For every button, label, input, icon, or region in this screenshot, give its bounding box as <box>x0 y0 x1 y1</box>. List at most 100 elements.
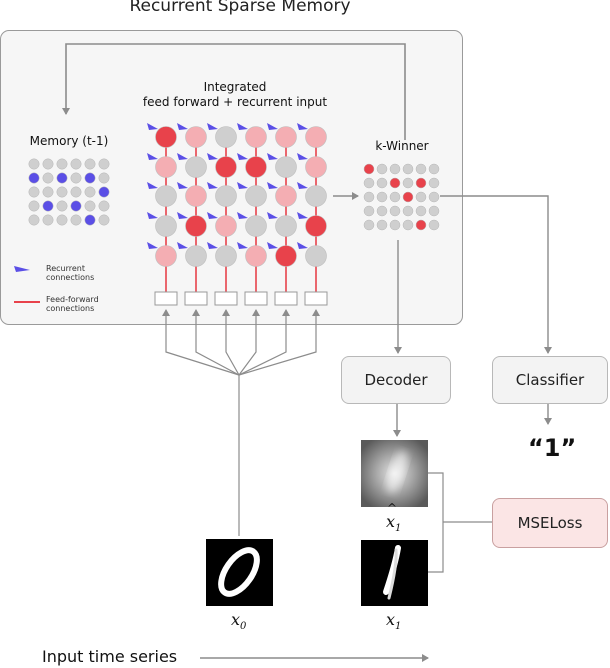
integrated-cell <box>275 185 297 207</box>
recurrent-connection-marker <box>267 153 278 160</box>
recurrent-connection-marker <box>297 242 308 249</box>
kwinner-cell <box>428 163 440 175</box>
input-digit-x0-image <box>206 539 273 606</box>
kwinner-cell <box>402 219 414 231</box>
integrated-cell <box>185 185 207 207</box>
fanout-arrow <box>192 309 240 376</box>
memory-cell <box>84 158 96 170</box>
recurrent-connection-marker <box>237 182 248 189</box>
kwinner-output-connector <box>394 195 552 354</box>
integrated-cell <box>215 126 237 148</box>
memory-cell <box>42 214 54 226</box>
recurrent-connection-marker <box>177 212 188 219</box>
integrated-cell <box>305 126 327 148</box>
memory-cell <box>42 200 54 212</box>
class-output-label: “1” <box>528 434 577 462</box>
recurrent-connection-marker <box>207 212 218 219</box>
recurrent-connection-marker <box>177 123 188 130</box>
memory-cell <box>70 158 82 170</box>
legend-recurrent-text: Recurrent connections <box>46 264 94 282</box>
kwinner-cell <box>389 177 401 189</box>
memory-cell <box>98 214 110 226</box>
x0-subscript: 0 <box>240 621 247 633</box>
legend-recurrent-line2: connections <box>46 273 95 282</box>
kwinner-cell <box>363 205 375 217</box>
x1-subscript: 1 <box>395 621 402 633</box>
integrated-cell <box>305 245 327 267</box>
decoder-box: Decoder <box>341 356 451 404</box>
integrated-input-grid <box>147 123 328 306</box>
integrated-cell <box>245 215 267 237</box>
reconstruction-label: ^x1 <box>386 501 402 535</box>
memory-label: Memory (t-1) <box>29 134 109 148</box>
kwinner-cell <box>376 177 388 189</box>
memory-cell <box>70 172 82 184</box>
memory-cell <box>28 186 40 198</box>
input-fanout-arrows <box>162 309 320 536</box>
kwinner-cell <box>402 163 414 175</box>
memory-cell <box>28 172 40 184</box>
memory-cell <box>28 158 40 170</box>
memory-cell <box>70 200 82 212</box>
x0-label: x0 <box>231 610 246 632</box>
recurrent-connection-marker <box>177 153 188 160</box>
kwinner-grid <box>363 163 440 231</box>
recurrent-connection-marker <box>297 153 308 160</box>
kwinner-cell <box>363 191 375 203</box>
integrated-cell <box>305 215 327 237</box>
memory-cell <box>98 186 110 198</box>
recurrent-feedback-arrow <box>62 43 406 140</box>
integrated-cell <box>245 126 267 148</box>
memory-cell <box>84 200 96 212</box>
recurrent-connection-marker <box>267 242 278 249</box>
integrated-cell <box>305 185 327 207</box>
integrated-cell <box>275 126 297 148</box>
recurrent-connection-marker <box>207 123 218 130</box>
reconstruction-subscript: 1 <box>395 523 402 535</box>
legend-recurrent-line1: Recurrent <box>46 264 85 273</box>
recurrent-connection-marker <box>207 242 218 249</box>
recurrent-connection-marker <box>207 182 218 189</box>
integrated-label: Integrated feed forward + recurrent inpu… <box>140 80 330 110</box>
memory-cell <box>56 214 68 226</box>
recurrent-connection-marker <box>147 123 158 130</box>
memory-cell <box>56 158 68 170</box>
kwinner-cell <box>376 219 388 231</box>
recurrent-connection-marker <box>267 123 278 130</box>
integrated-cell <box>185 215 207 237</box>
mseloss-box: MSELoss <box>492 498 608 548</box>
kwinner-cell <box>389 219 401 231</box>
legend-feedforward-text: Feed-forward connections <box>46 295 99 313</box>
x0-symbol: x <box>231 610 241 629</box>
kwinner-cell <box>402 191 414 203</box>
memory-cell <box>98 172 110 184</box>
integrated-cell <box>155 215 177 237</box>
recurrent-connection-marker <box>297 182 308 189</box>
loss-connector <box>428 472 492 573</box>
recurrent-connection-marker <box>207 153 218 160</box>
classifier-box: Classifier <box>492 356 608 404</box>
kwinner-cell <box>428 205 440 217</box>
memory-cell <box>28 200 40 212</box>
kwinner-cell <box>376 163 388 175</box>
recurrent-connection-marker <box>147 182 158 189</box>
kwinner-label: k-Winner <box>375 139 429 153</box>
input-unit-box <box>244 291 268 306</box>
memory-grid <box>28 158 110 226</box>
kwinner-cell <box>428 191 440 203</box>
input-time-series-label: Input time series <box>42 647 178 666</box>
fanout-arrow <box>238 309 320 376</box>
reconstruction-x: x <box>386 512 396 531</box>
kwinner-cell <box>415 163 427 175</box>
legend-recurrent-icon <box>14 266 30 272</box>
integrated-cell <box>275 245 297 267</box>
integrated-cell <box>215 185 237 207</box>
kwinner-cell <box>389 205 401 217</box>
memory-cell <box>42 172 54 184</box>
kwinner-cell <box>402 177 414 189</box>
kwinner-cell <box>389 163 401 175</box>
input-unit-box <box>304 291 328 306</box>
recurrent-connection-marker <box>177 242 188 249</box>
kwinner-cell <box>402 205 414 217</box>
